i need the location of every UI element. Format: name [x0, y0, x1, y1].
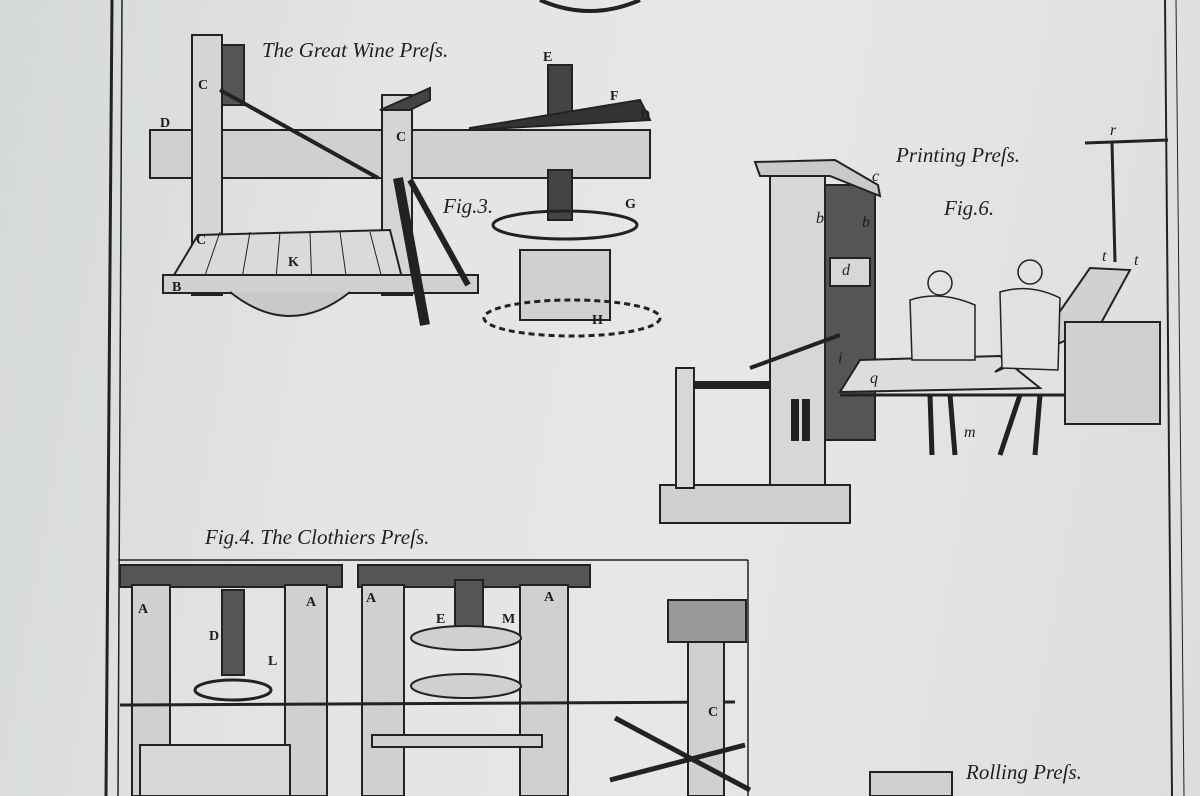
figure-letter: H	[592, 313, 603, 328]
clothiers-press-drawing	[118, 559, 953, 796]
figure-letter: q	[870, 370, 878, 387]
figure-letter: B	[172, 280, 182, 295]
wine-press-drawing	[149, 34, 662, 338]
printing-press-fig-number: Fig.6.	[944, 196, 995, 220]
figure-letter: A	[366, 591, 377, 606]
figure-letter: E	[436, 612, 446, 627]
figure-letter: m	[964, 424, 976, 441]
figure-letter: K	[288, 255, 299, 270]
figure-letter: M	[502, 612, 516, 627]
figure-letter: c	[872, 168, 880, 185]
top-ornament	[539, 0, 641, 13]
printing-press-title: Printing Preſs.	[896, 143, 1021, 167]
figure-letter: t	[1102, 248, 1107, 265]
figure-letter: r	[1110, 122, 1117, 139]
rolling-press-title: Rolling Preſs.	[966, 760, 1082, 784]
figure-letter: C	[196, 233, 207, 248]
pressmen-figures	[909, 259, 1061, 456]
figure-letter: b	[816, 210, 824, 227]
figure-letter: C	[198, 78, 209, 93]
plate-border-right	[1164, 0, 1173, 796]
figure-letter: G	[625, 197, 636, 212]
figure-letter: b	[862, 214, 870, 231]
figure-letter: t	[1134, 252, 1139, 269]
printing-press-drawing	[659, 138, 1169, 524]
figure-letter: C	[708, 705, 719, 720]
figure-letter: E	[543, 50, 553, 65]
figure-letter: A	[306, 595, 317, 610]
figure-letter: A	[544, 590, 555, 605]
figure-letter: D	[640, 108, 651, 123]
figure-letter: D	[160, 116, 171, 131]
figure-letter: C	[396, 130, 407, 145]
wine-press-title: The Great Wine Preſs.	[262, 38, 449, 62]
figure-letter: i	[838, 350, 843, 367]
figure-letter: A	[138, 602, 149, 617]
clothiers-press-title: Fig.4. The Clothiers Preſs.	[205, 525, 430, 549]
figure-letter: F	[610, 89, 619, 104]
figure-letter: d	[842, 262, 850, 279]
figure-letter: D	[209, 629, 220, 644]
plate-border-left	[104, 0, 114, 796]
figure-letter: L	[268, 654, 278, 669]
wine-press-fig-number: Fig.3.	[443, 194, 494, 218]
